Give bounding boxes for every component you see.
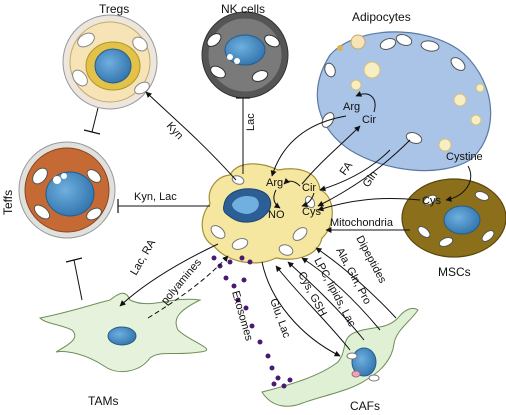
adipo-arg-label: Arg [343, 101, 360, 113]
tregs-label: Tregs [99, 2, 129, 16]
no-label: NO [268, 209, 285, 221]
tams-inhibit-bar [65, 257, 83, 263]
lac-nk-label: Lac [245, 113, 257, 131]
cir-to-arg-arrow [355, 91, 376, 113]
tumor-cys-label: Cys [302, 206, 321, 218]
msc-cys-label: Cys [422, 195, 441, 207]
gln-arrow [317, 139, 411, 207]
lac-ra-arrow [119, 243, 219, 307]
tam-cell [38, 292, 208, 373]
teffs-cell [18, 141, 116, 239]
cafs-label: CAFs [350, 399, 380, 413]
adipo-cir-label: Cir [362, 114, 376, 126]
cir-transfer-arrow [301, 125, 361, 185]
tumor-cell [201, 163, 333, 264]
lac-ra-label: Lac, RA [128, 237, 158, 277]
arg-transfer-arrow [270, 115, 347, 177]
glu-lac-arrow [261, 261, 341, 357]
cys-transfer-arrow [317, 197, 421, 212]
cystine-to-cys-arrow [445, 165, 472, 202]
adipocyte-cell [316, 31, 492, 172]
glu-lac-label: Glu, Lac [267, 297, 292, 340]
cystine-label: Cystine [446, 151, 483, 163]
lpc-arrow [287, 261, 365, 341]
tumor-arg-label: Arg [266, 177, 283, 189]
dipeptides-arrow [315, 247, 397, 319]
cir-to-cys-arrow [301, 192, 315, 208]
cys-gsh-arrow [275, 265, 351, 351]
kyn-lac-label: Kyn, Lac [134, 191, 177, 203]
polyamines-arrow [147, 255, 229, 319]
nk-cells-label: NK cells [221, 2, 265, 16]
mscs-label: MSCs [438, 265, 471, 279]
caf-cell [261, 307, 419, 407]
tregs-inhibit-line [91, 107, 99, 133]
exosomes-label: Exosomes [229, 290, 255, 343]
nk-cell [201, 11, 289, 99]
arg-to-no-arrow [273, 189, 281, 209]
gln-label: Gln [361, 169, 381, 190]
tumor-cir-label: Cir [302, 182, 316, 194]
msc-cell [401, 178, 506, 258]
tregs-cell [62, 14, 158, 110]
kyn-edge-label: Kyn [164, 120, 186, 142]
fa-arrow [319, 149, 391, 192]
tams-inhibit-line [73, 259, 83, 301]
mitochondria-label: Mitochondria [330, 217, 394, 229]
cir-to-arg-tumor-arrow [283, 178, 301, 187]
tregs-inhibit-bar [83, 129, 101, 135]
kyn-arrow-to-tregs [145, 91, 237, 181]
exosome-dots [211, 255, 293, 389]
adipocytes-label: Adipocytes [352, 10, 411, 24]
ala-gln-pro-arrow [301, 257, 381, 331]
teffs-label: Teffs [1, 190, 15, 215]
fa-label: FA [338, 159, 356, 177]
tams-label: TAMs [88, 394, 118, 408]
